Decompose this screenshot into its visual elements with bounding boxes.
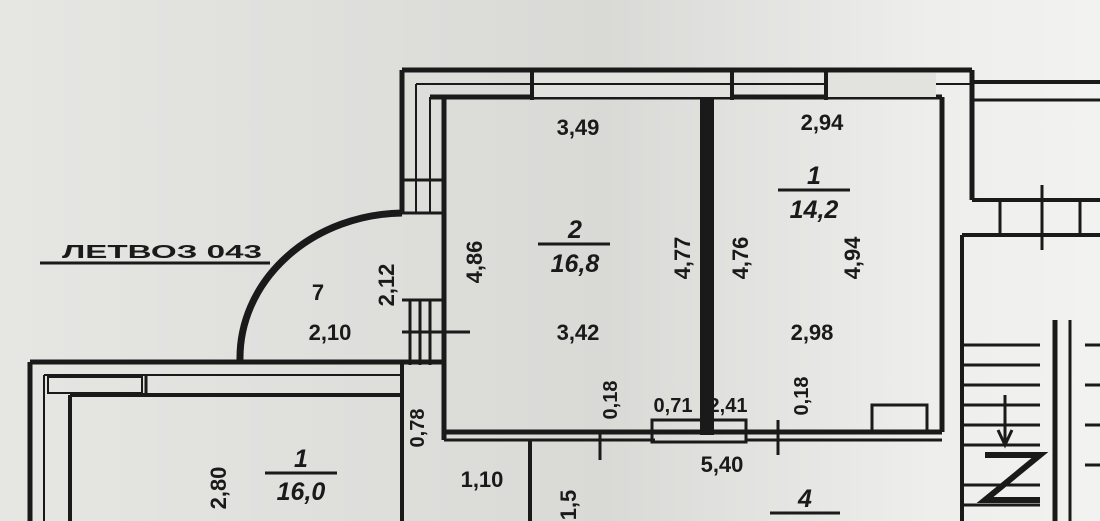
dim-room-1-height-right: 4,94 [840, 236, 865, 280]
dim-top-left: 3,49 [557, 115, 600, 140]
dim-0-78: 0,78 [407, 409, 429, 448]
outer-wall-left [399, 70, 447, 440]
room-1-number: 1 [807, 162, 821, 190]
room-4-number: 4 [797, 485, 812, 513]
balcony-door [402, 298, 470, 365]
room-2-area: 16,8 [551, 250, 600, 278]
dim-1-10: 1,10 [461, 467, 504, 492]
room-7-number: 7 [312, 280, 324, 305]
dim-top-right: 2,94 [801, 110, 845, 135]
dim-2-80: 2,80 [206, 467, 231, 510]
stairwell [962, 320, 1100, 521]
dim-room-1-bottom: 2,98 [791, 320, 834, 345]
dim-balcony-height: 2,12 [374, 264, 399, 307]
plan-title: ЛЕТВОЗ 043 [62, 242, 262, 262]
balcony-arc [236, 209, 403, 361]
dim-5-40: 5,40 [701, 452, 744, 477]
dim-room-2-height-left: 4,86 [462, 241, 487, 284]
room-1-area: 14,2 [790, 196, 839, 224]
dim-room-2-height-right: 4,77 [670, 237, 695, 280]
room-2-number: 2 [567, 216, 582, 244]
lower-left-walls [27, 359, 444, 521]
dim-2-41: 2,41 [709, 395, 748, 417]
outer-wall-right [939, 70, 1100, 521]
room-1-lower-area: 16,0 [277, 478, 326, 506]
room-1-lower-number: 1 [294, 445, 308, 473]
inner-wall-bottom [444, 403, 942, 521]
dim-room-1-height-left: 4,76 [728, 237, 753, 280]
dim-0-18-right: 0,18 [791, 377, 813, 416]
dim-balcony-width: 2,10 [309, 320, 352, 345]
dim-room-2-bottom: 3,42 [557, 320, 600, 345]
dim-1-5: 1,5 [556, 490, 581, 521]
window-top-right [826, 73, 936, 97]
dim-0-18-left: 0,18 [600, 381, 622, 420]
dim-0-71: 0,71 [654, 395, 693, 417]
partition-wall [700, 97, 714, 435]
